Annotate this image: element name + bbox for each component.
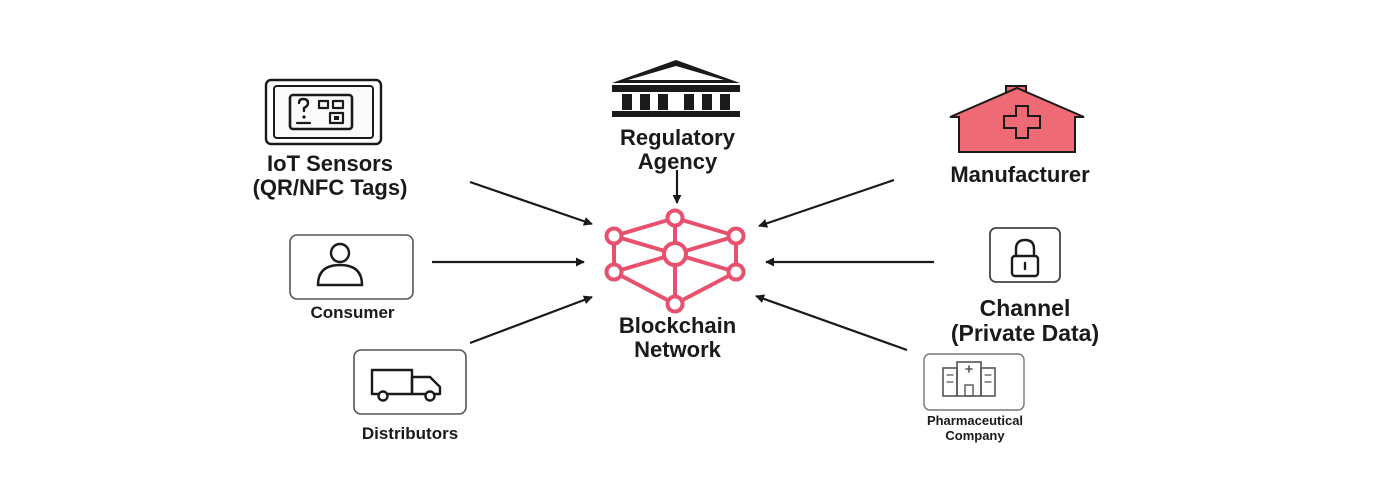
hospital-icon xyxy=(923,353,1025,411)
lock-icon xyxy=(989,227,1061,283)
user-icon xyxy=(289,234,414,300)
arrows xyxy=(432,170,934,352)
arrow-manufacturer-to-network xyxy=(758,178,895,228)
arrow-distributors-to-network xyxy=(469,295,593,345)
truck-icon xyxy=(353,349,467,415)
regulatory-agency-label: Regulatory Agency xyxy=(620,125,735,174)
channel-label: Channel (Private Data) xyxy=(950,295,1100,346)
arrow-iot-to-network xyxy=(469,180,593,226)
arrow-pharma-to-network xyxy=(755,294,908,352)
medical-house-icon xyxy=(949,85,1085,153)
distributors-label: Distributors xyxy=(361,424,459,443)
government-building-icon xyxy=(612,60,740,117)
iot-sensors-label: IoT Sensors (QR/NFC Tags) xyxy=(252,151,408,200)
qr-nfc-tag-icon xyxy=(264,78,383,146)
pharmaceutical-company-label: Pharmaceutical Company xyxy=(926,413,1024,443)
blockchain-network-icon xyxy=(604,208,746,314)
manufacturer-label: Manufacturer xyxy=(950,162,1090,187)
consumer-label: Consumer xyxy=(310,303,395,322)
blockchain-network-label: Blockchain Network xyxy=(618,313,737,362)
